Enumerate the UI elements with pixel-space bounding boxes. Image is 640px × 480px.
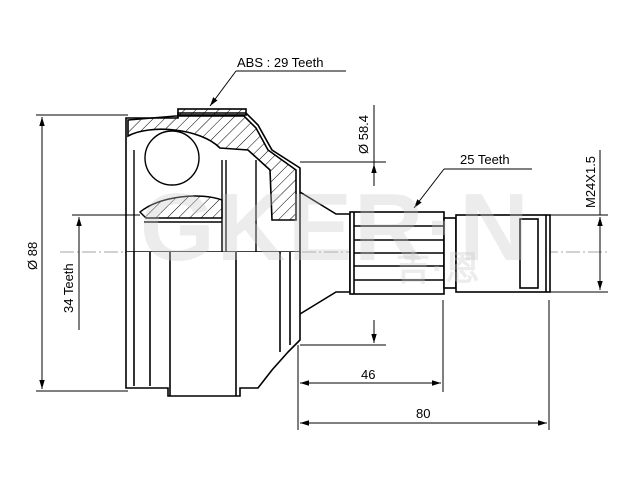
seal-diameter-label: Ø 58.4 <box>356 114 371 154</box>
shaft-teeth-label: 25 Teeth <box>460 152 510 167</box>
abs-teeth-label: ABS : 29 Teeth <box>237 55 324 70</box>
ball <box>144 130 200 186</box>
thread-label: M24X1.5 <box>583 155 598 208</box>
watermark-subtext: 吉·恩 <box>396 250 482 288</box>
length-total-label: 80 <box>416 406 431 421</box>
watermark: GKER·N <box>140 174 531 281</box>
dimension-lines <box>36 70 608 430</box>
outer-diameter-label: Ø 88 <box>25 241 40 270</box>
inner-race <box>133 130 257 252</box>
length-short-label: 46 <box>361 367 376 382</box>
abs-ring <box>177 108 247 116</box>
stub-shaft <box>299 191 551 315</box>
thread-section <box>455 214 551 293</box>
inner-teeth-label: 34 Teeth <box>61 263 76 313</box>
